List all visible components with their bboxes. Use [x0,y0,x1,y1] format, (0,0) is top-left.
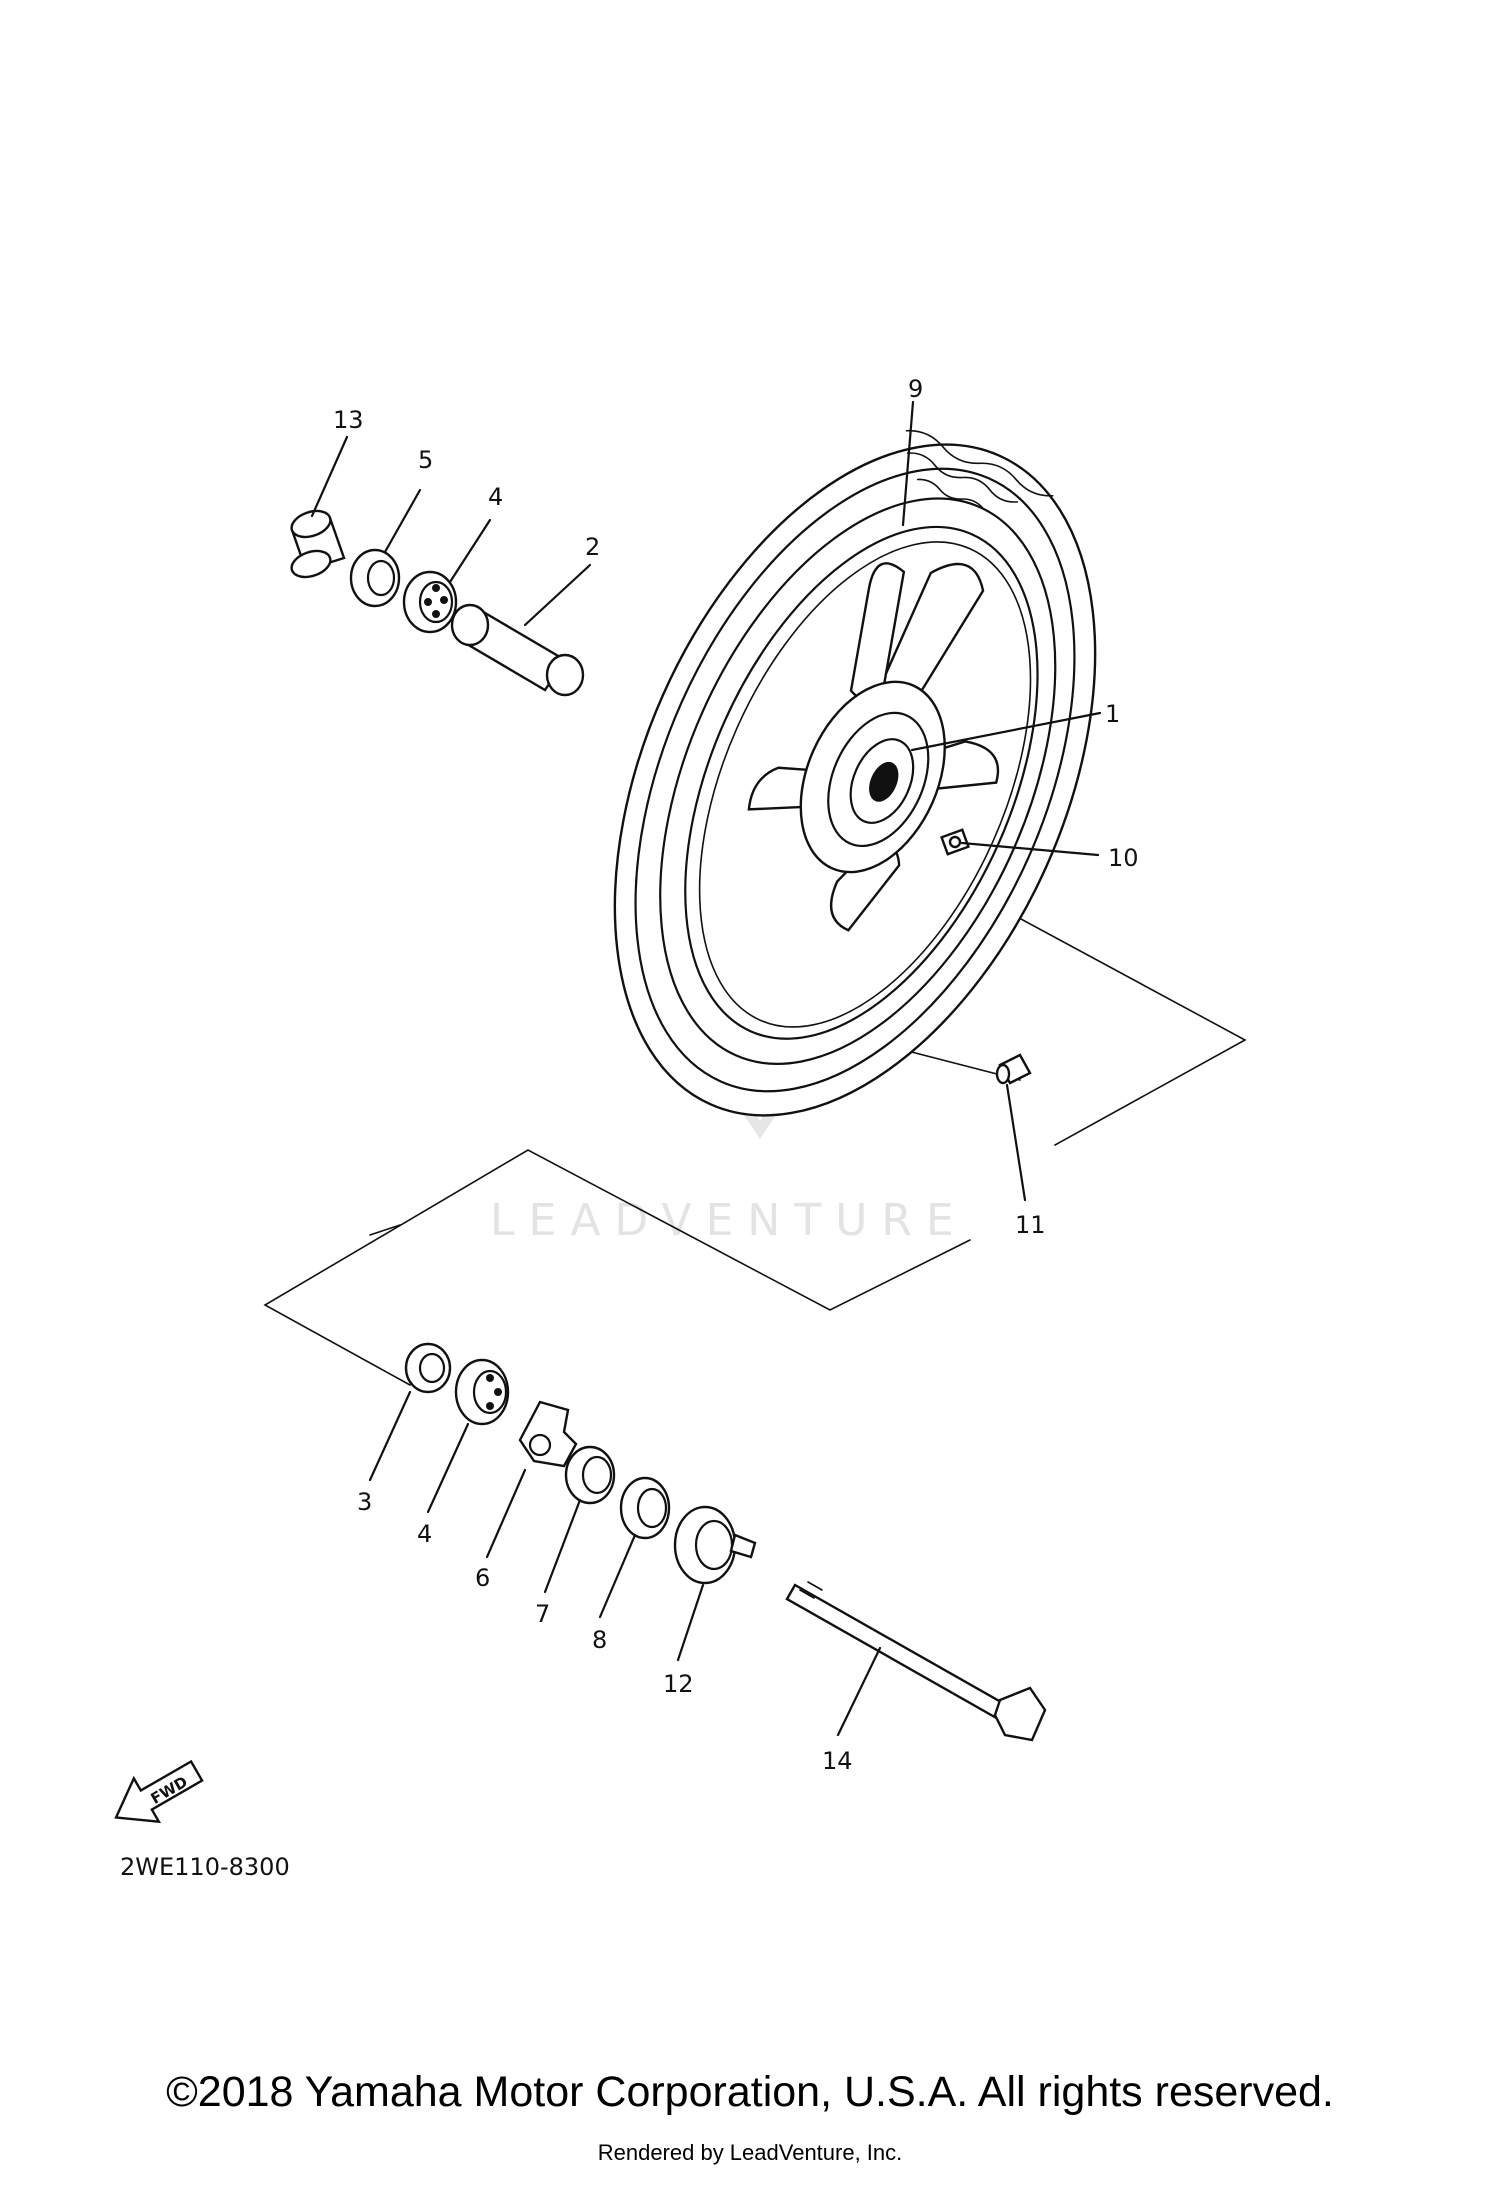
callout-7: 7 [535,1600,550,1628]
bearing-part-4-upper [402,570,458,634]
fwd-arrow-icon: FWD [114,1759,204,1824]
copyright-notice: ©2018 Yamaha Motor Corporation, U.S.A. A… [166,2068,1334,2116]
watermark-text: LEADVENTURE [490,1195,968,1246]
spacer-part-2 [450,603,585,697]
axle-part-14 [785,1581,1047,1742]
clutch-part-6 [518,1400,578,1468]
callout-13: 13 [333,406,364,434]
rendered-by-text: Rendered by LeadVenture, Inc. [597,2140,903,2165]
callout-9: 9 [908,375,923,403]
valve-part-10 [940,828,970,856]
callout-1: 1 [1105,700,1120,728]
leader-lines [310,400,1102,1737]
wheel-assembly [613,429,1097,1117]
callout-2: 2 [585,533,600,561]
gear-unit-part-12 [673,1505,757,1585]
callout-8: 8 [592,1626,607,1654]
callout-11: 11 [1015,1211,1046,1239]
callout-14: 14 [822,1747,853,1775]
bearing-part-4-lower [454,1358,510,1426]
oil-seal-part-5 [349,548,401,608]
callout-3: 3 [357,1488,372,1516]
callout-5: 5 [418,446,433,474]
callout-6: 6 [475,1564,490,1592]
rim [659,497,1057,1065]
diagram-code: 2WE110-8300 [120,1853,290,1881]
callout-4: 4 [488,483,503,511]
callout-10: 10 [1108,844,1139,872]
collar-part-13 [290,509,346,579]
washer-part-8 [619,1476,671,1540]
callouts: 13 5 4 2 9 1 10 11 3 4 6 7 8 12 14 [333,375,1139,1775]
callout-12: 12 [663,1670,694,1698]
callout-4-lower: 4 [417,1520,432,1548]
balance-weight-part-11 [995,1053,1032,1085]
oil-seal-part-7 [564,1445,616,1505]
collar-part-3 [404,1342,452,1394]
